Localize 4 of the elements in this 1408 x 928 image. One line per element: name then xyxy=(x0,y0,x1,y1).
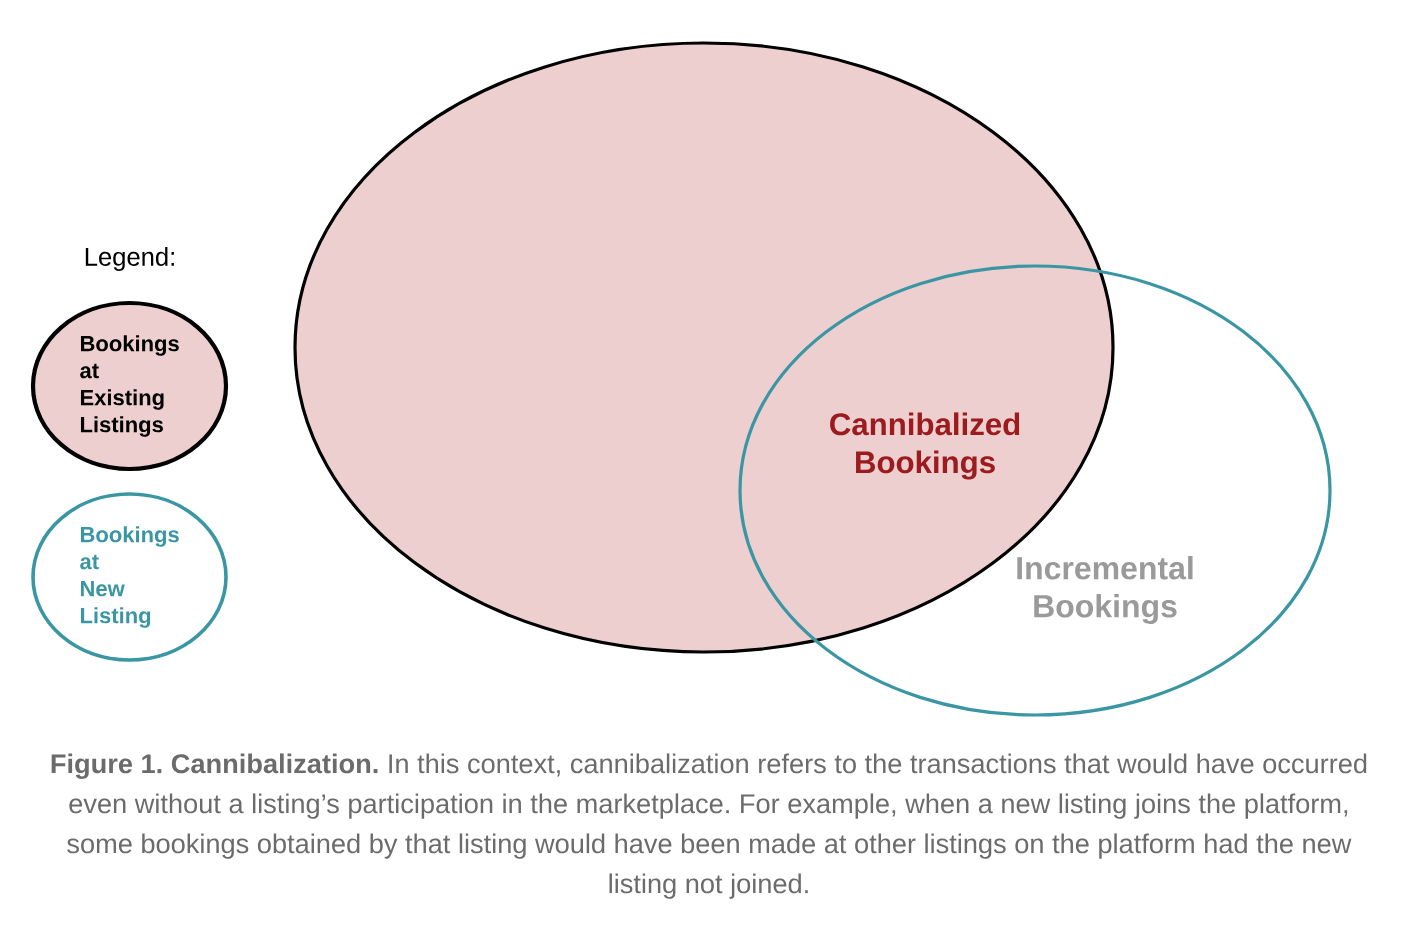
legend-title: Legend: xyxy=(85,247,174,271)
caption: Figure 1. Cannibalization. In this context, cannibalization refers to the transactions that would have occurred even without a listing’s participation in the marketplace. For example, when a new listing joins the platform, some bookings obtained by that listing would have been made at other listings on the platform had the new listing not joined. xyxy=(51,753,1367,899)
region-label: Incremental Bookings xyxy=(1017,556,1193,624)
region-label: Cannibalized Bookings xyxy=(830,412,1020,480)
